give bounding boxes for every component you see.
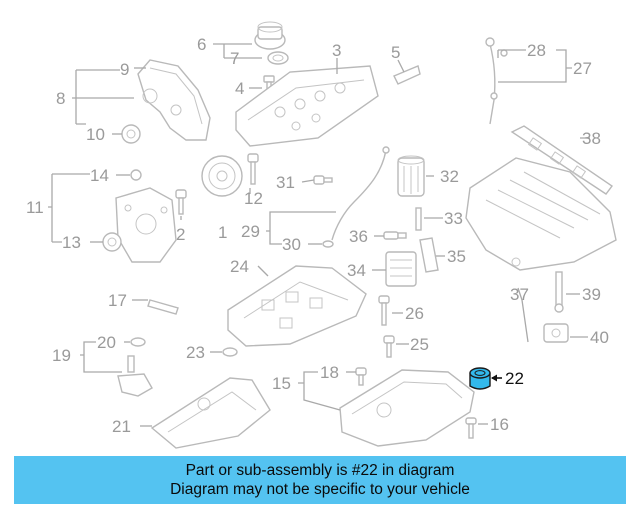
part-30-o-ring	[322, 240, 334, 248]
callout-23: 23	[186, 343, 205, 362]
part-22-highlighted-cap	[469, 367, 491, 390]
callout-16: 16	[490, 415, 509, 434]
callout-26: 26	[405, 304, 424, 323]
part-34-oil-cooler	[385, 251, 417, 287]
callout-12: 12	[244, 189, 263, 208]
part-20-o-ring	[130, 337, 146, 347]
part-27-dipstick	[485, 37, 508, 125]
leader-lines	[48, 43, 590, 427]
part-2-bolt	[175, 189, 187, 215]
part-13-seal	[102, 232, 122, 252]
banner-line-disclaimer: Diagram may not be specific to your vehi…	[170, 481, 470, 498]
part-38-gasket	[510, 125, 613, 195]
part-15-lower-oil-pan	[339, 369, 475, 447]
part-39-sensor	[554, 271, 564, 313]
callout-21: 21	[112, 417, 131, 436]
part-drawings	[102, 21, 617, 449]
part-37-intake-manifold	[465, 157, 617, 271]
part-32-oil-filter	[397, 155, 425, 197]
part-16-drain-bolt	[465, 417, 477, 439]
callout-19: 19	[52, 346, 71, 365]
part-40-valve	[543, 323, 569, 343]
part-14-plug	[130, 169, 142, 181]
part-29-tube	[331, 146, 390, 241]
callout-40: 40	[590, 328, 609, 347]
part-31-bolt	[313, 175, 333, 185]
part-7-gasket	[267, 51, 289, 65]
part-10-seal	[121, 124, 141, 144]
callout-28: 28	[527, 41, 546, 60]
callout-13: 13	[62, 233, 81, 252]
callout-17: 17	[108, 291, 127, 310]
part-3-valve-cover	[235, 65, 379, 147]
part-21-lower-cover	[150, 377, 271, 449]
part-23-o-ring	[222, 347, 238, 357]
callout-34: 34	[347, 261, 366, 280]
part-1-pulley	[201, 155, 243, 197]
part-36-bolt	[383, 231, 407, 240]
part-11-front-cover	[115, 187, 177, 263]
callout-3: 3	[332, 41, 341, 60]
exploded-parts-diagram: 6 7 4 3 5 9 8 10 28 27 38 14 11 13 12 2 …	[26, 21, 617, 449]
callout-27: 27	[573, 59, 592, 78]
callout-6: 6	[197, 35, 206, 54]
callout-8: 8	[56, 89, 65, 108]
part-26-bolt	[378, 295, 390, 326]
callout-4: 4	[235, 79, 244, 98]
part-18-bolt	[355, 367, 367, 386]
callout-18: 18	[320, 363, 339, 382]
part-33-rod	[415, 207, 422, 231]
part-9-timing-cover	[137, 59, 211, 141]
callout-32: 32	[440, 167, 459, 186]
callout-11: 11	[26, 198, 44, 217]
callout-labels: 6 7 4 3 5 9 8 10 28 27 38 14 11 13 12 2 …	[26, 35, 609, 436]
callout-20: 20	[97, 333, 116, 352]
callout-10: 10	[86, 125, 105, 144]
callout-24: 24	[230, 257, 249, 276]
part-5-bracket	[393, 65, 421, 85]
callout-29: 29	[241, 222, 260, 241]
callout-7: 7	[230, 49, 239, 68]
part-6-oil-cap	[254, 21, 286, 50]
banner-line-part-number: Part or sub-assembly is #22 in diagram	[185, 462, 455, 479]
callout-25: 25	[410, 335, 429, 354]
part-12-bolt	[247, 153, 259, 185]
callout-39: 39	[582, 285, 601, 304]
callout-33: 33	[444, 209, 463, 228]
callout-1: 1	[218, 223, 227, 242]
part-24-upper-oil-pan	[227, 265, 367, 347]
callout-37: 37	[510, 285, 529, 304]
info-banner: Part or sub-assembly is #22 in diagram D…	[14, 456, 626, 504]
callout-15: 15	[272, 374, 291, 393]
callout-30: 30	[282, 235, 301, 254]
callout-38: 38	[582, 129, 601, 148]
callout-36: 36	[349, 227, 368, 246]
callout-14: 14	[90, 166, 109, 185]
callout-5: 5	[391, 43, 400, 62]
callout-31: 31	[276, 173, 295, 192]
callout-22-highlighted: 22	[505, 369, 524, 388]
part-25-bolt	[383, 335, 395, 358]
callout-35: 35	[447, 247, 466, 266]
part-19-sensor	[117, 355, 153, 397]
callout-9: 9	[120, 60, 129, 79]
callout-2: 2	[176, 225, 185, 244]
part-35-bracket	[419, 237, 439, 273]
part-17-strip	[147, 299, 179, 315]
